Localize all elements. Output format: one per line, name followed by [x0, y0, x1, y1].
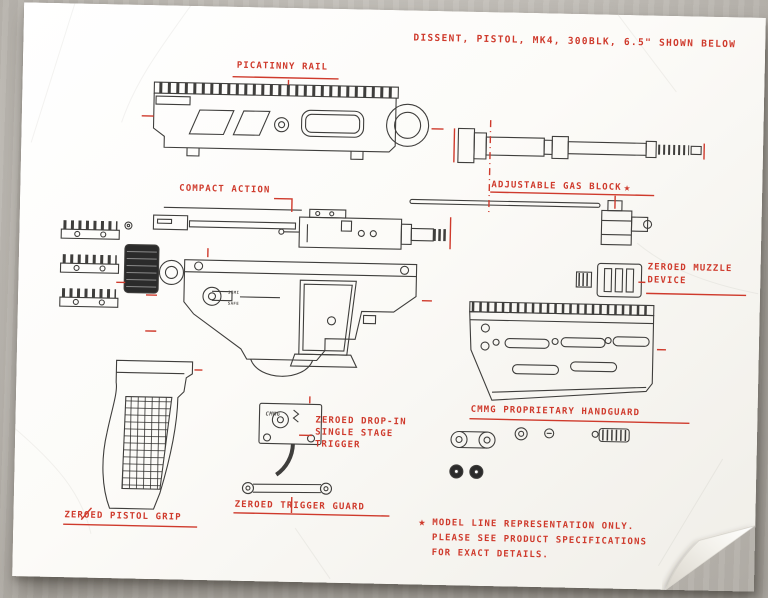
- trigger-drawing: [258, 403, 321, 475]
- label-zeroed-trigger-line2: SINGLE STAGE: [315, 427, 394, 440]
- label-zeroed-muzzle-device-line2: DEVICE: [647, 275, 687, 287]
- engraving-selector-safe: SAFE: [227, 300, 240, 306]
- label-compact-action: COMPACT ACTION: [179, 183, 271, 196]
- label-picatinny-rail: PICATINNY RAIL: [236, 60, 329, 73]
- label-zeroed-trigger-line1: ZEROED DROP-IN: [315, 415, 407, 428]
- callout-lines: [63, 73, 750, 538]
- footnote-marker: ★: [418, 514, 426, 529]
- fold-flap: [666, 524, 755, 592]
- paper-creases: [12, 2, 764, 587]
- compact-action-drawing: [153, 194, 600, 253]
- diagram-sheet: DISSENT, PISTOL, MK4, 300BLK, 6.5" SHOWN…: [12, 2, 766, 591]
- engraving-trigger-brand: CMMG: [265, 411, 281, 418]
- rail-sections-and-spring-drawing: [60, 221, 160, 309]
- gas-block-drawing: [601, 200, 652, 245]
- label-zeroed-trigger-line3: TRIGGER: [314, 439, 361, 451]
- pistol-grip-drawing: [102, 360, 193, 510]
- folded-corner: [662, 520, 755, 592]
- lower-receiver-drawing: [157, 259, 416, 379]
- paper-sheet: DISSENT, PISTOL, MK4, 300BLK, 6.5" SHOWN…: [12, 2, 766, 591]
- gas-block-note-marker: ★: [623, 180, 631, 195]
- upper-receiver-drawing: [153, 82, 429, 161]
- handguard-drawing: [468, 302, 654, 404]
- muzzle-device-drawing: [576, 263, 642, 297]
- label-adjustable-gas-block-text: ADJUSTABLE GAS BLOCK: [491, 180, 622, 193]
- label-zeroed-muzzle-device-line1: ZEROED MUZZLE: [647, 262, 733, 275]
- diagram-artwork: [12, 2, 766, 591]
- small-hardware-drawing: [450, 425, 630, 481]
- engraving-selector-semi: SEMI: [228, 289, 240, 295]
- trigger-guard-drawing: [242, 481, 331, 495]
- barrel-drawing: [458, 128, 702, 167]
